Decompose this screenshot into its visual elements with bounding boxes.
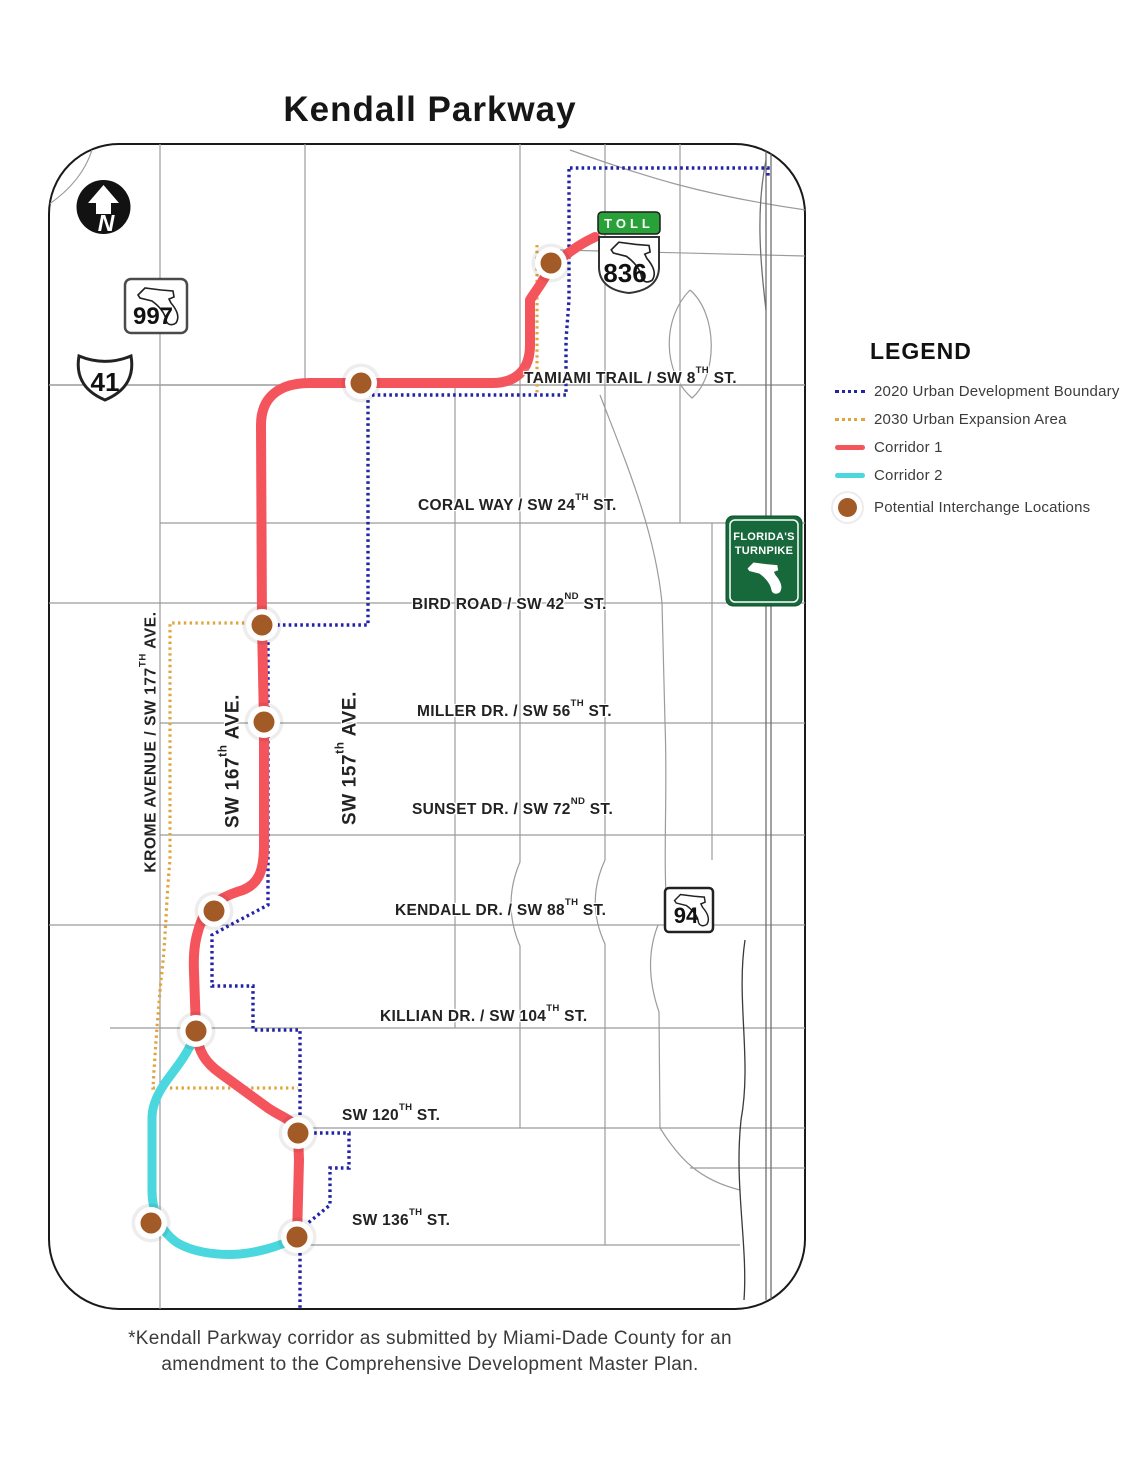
page-title: Kendall Parkway (283, 90, 577, 129)
interchange-southwest (131, 1203, 171, 1243)
route-shield-41-icon: 41 (76, 353, 134, 402)
footnote-line2: amendment to the Comprehensive Developme… (161, 1353, 699, 1375)
turnpike-label-line1: FLORIDA'S (733, 531, 795, 543)
urban-development-2020-line (210, 166, 770, 1309)
route-shield-836-label: 836 (603, 258, 646, 288)
corridor2-line-swatch-icon (835, 473, 865, 478)
udb2020-dotted-swatch-icon (835, 390, 865, 393)
legend-item-corridor2: Corridor 2 (835, 467, 1135, 484)
route-shield-94-icon: 94 (663, 886, 715, 934)
interchange-sw136 (277, 1217, 317, 1257)
street-label-killian-dr: KILLIAN DR. / SW 104TH ST. (380, 1002, 588, 1026)
legend-item-interchange: Potential Interchange Locations (835, 498, 1135, 517)
street-label-sw-136: SW 136TH ST. (352, 1206, 451, 1230)
route-shield-997-label: 997 (133, 303, 173, 330)
interchange-killian-dr (176, 1011, 216, 1051)
legend-item-udb2020: 2020 Urban Development Boundary (835, 383, 1135, 400)
street-label-sw-120: SW 120TH ST. (342, 1101, 441, 1125)
street-label-kendall-dr: KENDALL DR. / SW 88TH ST. (395, 896, 607, 920)
interchange-circle-swatch-icon (838, 498, 857, 517)
north-arrow-label: N (98, 210, 115, 236)
footnote-line1: *Kendall Parkway corridor as submitted b… (128, 1328, 732, 1349)
legend-item-uea2030: 2030 Urban Expansion Area (835, 411, 1135, 428)
street-label-coral-way: CORAL WAY / SW 24TH ST. (418, 491, 617, 515)
toll-banner-label: TOLL (604, 216, 654, 231)
avenue-label-sw-157: SW 157th AVE. (333, 690, 361, 826)
route-shield-94-label: 94 (674, 903, 699, 928)
turnpike-road (759, 150, 772, 1300)
street-label-bird-road: BIRD ROAD / SW 42ND ST. (412, 590, 607, 614)
turnpike-shield-icon: FLORIDA'S TURNPIKE (725, 515, 803, 607)
footnote: *Kendall Parkway corridor as submitted b… (90, 1326, 770, 1377)
legend: LEGEND 2020 Urban Development Boundary 2… (835, 338, 1135, 527)
route-shield-836-icon: TOLL 836 (597, 211, 661, 295)
north-arrow-icon: N (76, 180, 131, 236)
interchange-bird-road (242, 605, 282, 645)
avenue-label-sw-167: SW 167th AVE. (216, 693, 244, 829)
avenue-label-krome: KROME AVENUE / SW 177TH AVE. (137, 611, 160, 873)
interchange-sw120 (278, 1113, 318, 1153)
street-grid (49, 144, 805, 1309)
interchange-tamiami (341, 363, 381, 403)
street-label-miller-dr: MILLER DR. / SW 56TH ST. (417, 697, 612, 721)
uea2030-dotted-swatch-icon (835, 418, 865, 421)
street-label-sunset-dr: SUNSET DR. / SW 72ND ST. (412, 795, 614, 819)
street-label-tamiami-trail: TAMIAMI TRAIL / SW 8TH ST. (524, 364, 737, 388)
canal-road (738, 939, 746, 1301)
interchange-miller-dr (244, 702, 284, 742)
interchange-kendall-dr (194, 891, 234, 931)
legend-heading: LEGEND (870, 338, 972, 364)
legend-item-corridor1: Corridor 1 (835, 439, 1135, 456)
route-shield-41-label: 41 (91, 367, 120, 397)
turnpike-label-line2: TURNPIKE (735, 545, 794, 557)
route-shield-997-icon: 997 (123, 277, 189, 335)
interchange-sr836 (531, 243, 571, 283)
corridor1-line-swatch-icon (835, 445, 865, 450)
